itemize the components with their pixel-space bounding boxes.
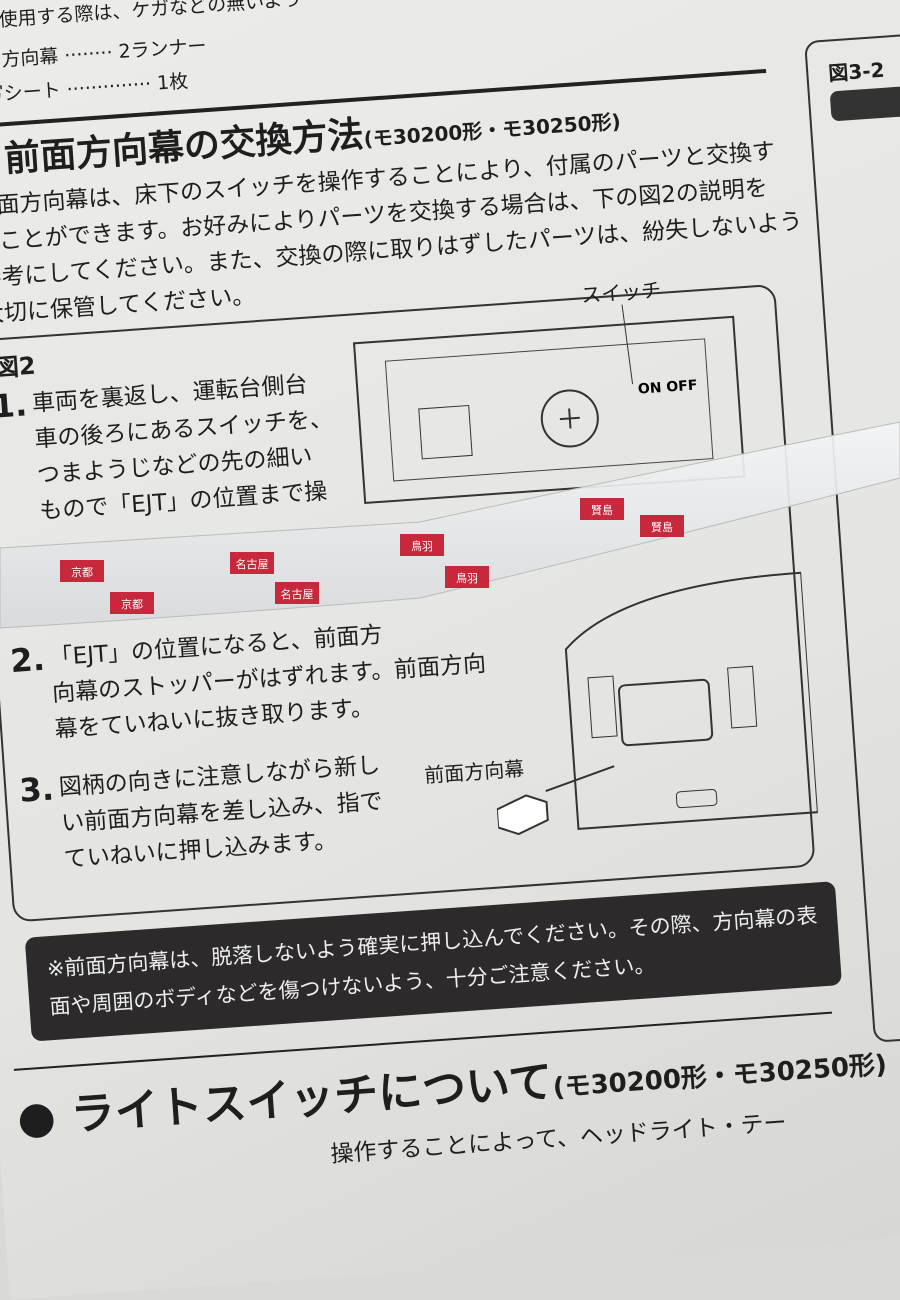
part-qty: 2ランナー: [117, 34, 208, 64]
part-name: 前面方向幕: [0, 45, 60, 74]
side-figure-header: [829, 80, 900, 122]
part-qty: 1枚: [156, 70, 189, 95]
switch-positions: ON OFF: [637, 378, 698, 398]
side-figure-label: 図3-2: [827, 57, 886, 86]
step-1: 1. 車両を裏返し、運転台側台車の後ろにあるスイッチを、つまようじなどの先の細い…: [0, 365, 339, 532]
section-subtitle: (モ30200形・モ30250形): [362, 109, 622, 152]
section-subtitle: (モ30200形・モ30250形): [551, 1049, 888, 1104]
step-number: 3.: [18, 769, 56, 810]
step-number: 2.: [9, 639, 47, 681]
cut-off-line: 具を使用する際は、ケガなどの無いよう: [0, 0, 303, 34]
parts-item: 転写シート ·············· 1枚: [0, 66, 189, 108]
step-number: 1.: [0, 385, 29, 426]
figure-label: 図2: [0, 351, 37, 383]
train-front-diagram: [495, 571, 819, 836]
part-name: 転写シート: [0, 79, 62, 108]
underfloor-diagram: ON OFF: [352, 304, 746, 505]
